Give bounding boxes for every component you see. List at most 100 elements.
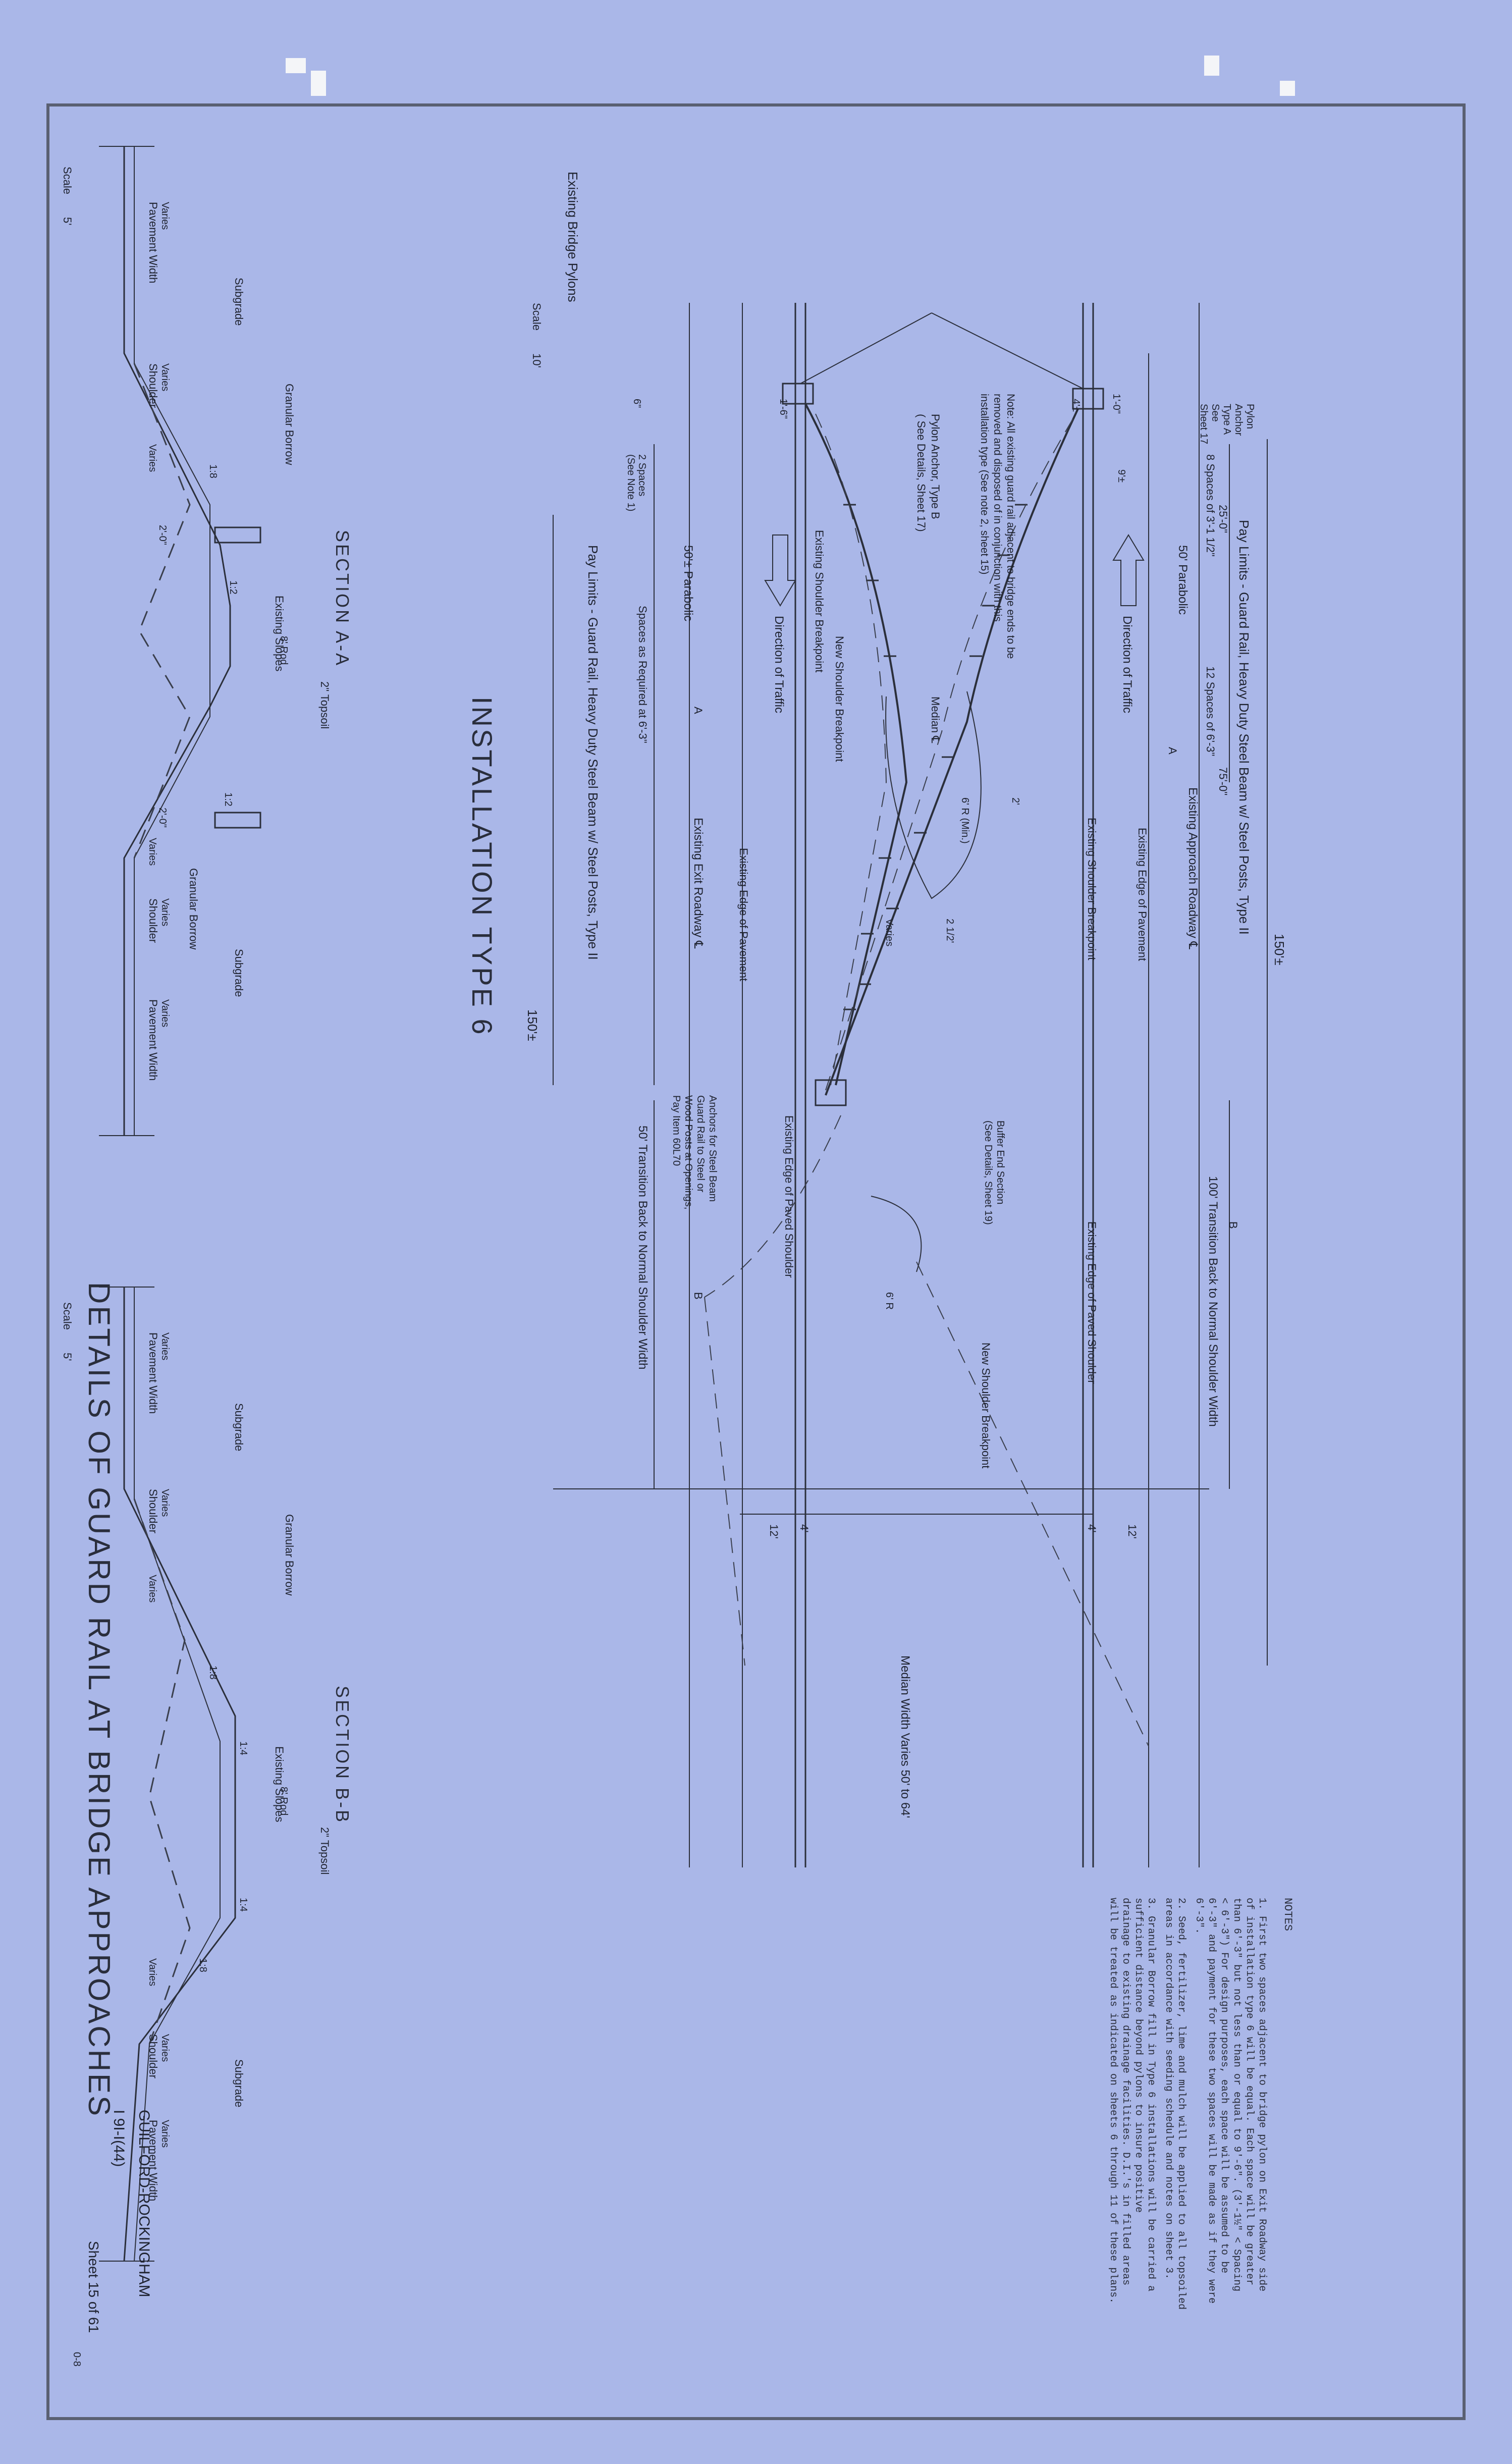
bb-subgrade-r: Subgrade: [233, 2059, 245, 2107]
edge-paved-shoulder-bottom: Existing Edge of Paved Shoulder: [783, 1115, 795, 1278]
aa-post-left: [214, 526, 261, 544]
existing-approach-cl: Existing Approach Roadway ℄: [1186, 787, 1200, 950]
aa-post-right: [214, 812, 261, 829]
guard-rail-bottom: [804, 403, 908, 1086]
note-all-1: Note: All existing guard rail adjacent t…: [1005, 394, 1016, 659]
bb-slope-18b: 1:8: [197, 1958, 208, 1972]
aa-slope-12: 1:2: [228, 580, 239, 595]
pylon-anchor-a-5: Sheet 17: [1198, 404, 1209, 444]
bb-scale-value: 5': [61, 1353, 74, 1361]
pylon-anchor-a-2: Anchor: [1233, 404, 1244, 436]
exit-taper-line: [704, 1115, 841, 1298]
note-1-line-5: 6'-3" and payment for these two spaces w…: [1206, 1898, 1217, 2304]
transition-100: 100' Transition Back to Normal Shoulder …: [1206, 1176, 1220, 1427]
dim-150-bottom: 150'±: [525, 1009, 540, 1041]
aa-pavement-width-r: Pavement Width: [147, 999, 159, 1081]
aa-slope-18: 1:8: [207, 464, 219, 478]
transition-50: 50' Transition Back to Normal Shoulder W…: [636, 1126, 650, 1369]
note-2-line-1: 2. Seed, fertilizer, lime and mulch will…: [1175, 1898, 1187, 2310]
new-shoulder-bp-2: New Shoulder Breakpoint: [980, 1343, 992, 1468]
section-aa: Pavement Width Varies Shoulder Varies Va…: [61, 146, 353, 1136]
note-all-2: removed and disposed of in conjunction w…: [992, 394, 1003, 622]
existing-exit-cl: Existing Exit Roadway ℄: [691, 818, 705, 949]
title-block: GUILFORD-ROCKINGHAM I 9I-I(44) Sheet 15 …: [71, 2110, 152, 2367]
sheet-number: Sheet 15 of 61: [86, 2241, 101, 2333]
section-b-mark-top: B: [1227, 1221, 1239, 1229]
median-label: Median ℄: [929, 697, 942, 743]
bb-topsoil: 2" Topsoil: [318, 1827, 331, 1874]
bb-subgrade: [134, 1287, 221, 2262]
sheet-code: 0-8: [71, 2352, 82, 2367]
aa-granular-l: Granular Borrow: [283, 384, 296, 465]
parabolic-top: 50' Parabolic: [1176, 545, 1190, 615]
pylon-anchor-a-3: Type A: [1221, 404, 1232, 435]
note-1-line-2: of installation type 6 will be equal. Ea…: [1244, 1898, 1255, 2285]
edge-pavement-top: Existing Edge of Pavement: [1136, 828, 1149, 961]
median-nose-bottom: [871, 1196, 922, 1272]
median-width: Median Width Varies 50' to 64': [898, 1655, 912, 1818]
spaces-12: 12 Spaces of 6'-3": [1204, 666, 1217, 756]
anchors-3: Wood Posts at Openings,: [683, 1095, 694, 1209]
aa-shoulder-r: Shoulder: [147, 898, 159, 943]
section-bb: Pavement Width Varies Shoulder Varies Va…: [61, 1287, 353, 2262]
anchors-2: Guard Rail to Steel or: [695, 1095, 706, 1193]
bb-varies-l2: Varies: [159, 1489, 171, 1517]
bb-slope-14: 1:4: [238, 1741, 249, 1755]
bb-pavement-width-r: Pavement Width: [147, 2120, 159, 2201]
pylon-anchor-b-1: Pylon Anchor, Type B: [929, 414, 942, 519]
aa-scale-value: 5': [61, 217, 74, 225]
spaces-required: Spaces as Required at 6'-3": [636, 606, 649, 743]
note-all-3: installation type (See note 2, sheet 15): [979, 394, 990, 574]
dim-12-bottom: 12': [768, 1524, 780, 1539]
note-3-line-3: drainage to existing drainage facilities…: [1120, 1898, 1131, 2285]
section-a-mark-bottom: A: [692, 707, 705, 714]
sheet-border: [46, 103, 1466, 2420]
bridge-pylon-top: [1072, 388, 1104, 410]
pylon-leader-2: [800, 312, 932, 384]
shoulder-bp-top: Existing Shoulder Breakpoint: [1086, 818, 1098, 960]
radius-6b: 6' R: [884, 1292, 895, 1310]
existing-bridge-pylons-label: Existing Bridge Pylons: [565, 172, 580, 302]
new-shoulder-breakpoint-line-2: [815, 413, 887, 1086]
new-shoulder-bp: New Shoulder Breakpoint: [833, 636, 846, 762]
binding-hole: [1280, 81, 1295, 96]
direction-arrow-bottom: [764, 534, 796, 607]
dim-4b: 4'±: [1070, 399, 1082, 412]
bb-existing-slopes: [133, 1498, 191, 2045]
bb-varies-r2: Varies: [159, 2034, 171, 2062]
varies-median: Varies: [884, 919, 895, 946]
aa-dim-2-0: 2'-0": [157, 525, 168, 545]
parabolic-bottom: 50'± Parabolic: [681, 545, 695, 621]
installation-title: INSTALLATION TYPE 6: [466, 697, 498, 1037]
shoulder-bp-bottom: Existing Shoulder Breakpoint: [813, 530, 826, 673]
drawing-title: DETAILS OF GUARD RAIL AT BRIDGE APPROACH…: [82, 1282, 116, 2118]
aa-pavement-width-l: Pavement Width: [147, 202, 159, 283]
aa-varies-l: Varies: [159, 202, 171, 230]
radius-6: 6' R (Min.): [959, 797, 970, 844]
plan-scale-value: 10': [530, 353, 543, 368]
bb-shoulder-l: Shoulder: [147, 1489, 159, 1533]
bb-finished-grade: [123, 1287, 236, 2262]
bb-shoulder-r: Shoulder: [147, 2034, 159, 2078]
section-bb-label: SECTION B-B: [332, 1686, 353, 1824]
aa-subgrade: [134, 146, 210, 1136]
bb-varies-l: Varies: [159, 1332, 171, 1360]
direction-traffic-bottom: Direction of Traffic: [772, 616, 786, 713]
aa-shoulder-l: Shoulder: [147, 363, 159, 408]
bb-pavement-width-l: Pavement Width: [147, 1332, 159, 1414]
aa-finished-grade: [123, 146, 231, 1136]
note-3-line-4: will be treated as indicated on sheets 6…: [1107, 1898, 1119, 2304]
bb-existing-slopes-label: Existing Slopes: [273, 1746, 286, 1822]
dim-25: 25'-0": [1217, 505, 1229, 533]
bb-granular-l: Granular Borrow: [283, 1514, 296, 1596]
aa-scale-label: Scale: [61, 167, 74, 194]
dim-4-bottom: 4': [798, 1524, 811, 1532]
buffer-end-1: Buffer End Section: [995, 1120, 1006, 1204]
bb-slope-14b: 1:4: [238, 1898, 249, 1912]
dim-6-in: 6": [631, 399, 642, 408]
rail-posts: [843, 504, 1028, 1010]
median-width-taper-2: [704, 1297, 745, 1666]
